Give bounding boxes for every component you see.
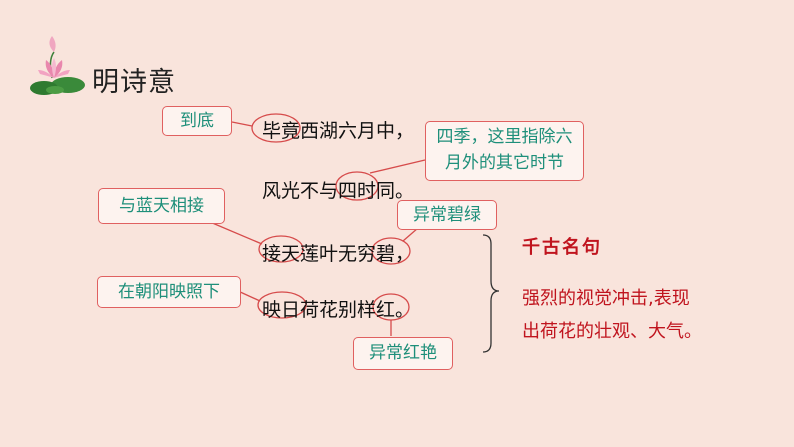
note-hong: 异常红艳 [353, 337, 453, 370]
lotus-icon [30, 36, 85, 95]
famous-verse-label: 千古名句 [522, 237, 602, 258]
poem-line-2: 风光不与四时同。 [262, 180, 415, 202]
page-title: 明诗意 [92, 67, 176, 98]
poem-line-1: 毕竟西湖六月中， [262, 120, 415, 142]
poem-line-3: 接天莲叶无穷碧， [262, 243, 415, 265]
note-sishi-line2: 月外的其它时节 [445, 153, 564, 173]
note-sishi: 四季，这里指除六 月外的其它时节 [425, 121, 584, 181]
note-yingri: 在朝阳映照下 [97, 276, 241, 308]
analysis-text: 强烈的视觉冲击,表现 出荷花的壮观、大气。 [522, 282, 752, 348]
poem-line-4: 映日荷花别样红。 [262, 299, 415, 321]
note-sishi-line1: 四季，这里指除六 [436, 127, 573, 147]
note-bi: 异常碧绿 [397, 200, 497, 230]
note-jietian: 与蓝天相接 [98, 188, 225, 224]
note-daodi: 到底 [162, 106, 232, 136]
analysis-line-1: 强烈的视觉冲击,表现 [522, 288, 690, 309]
analysis-line-2: 出荷花的壮观、大气。 [522, 321, 702, 342]
